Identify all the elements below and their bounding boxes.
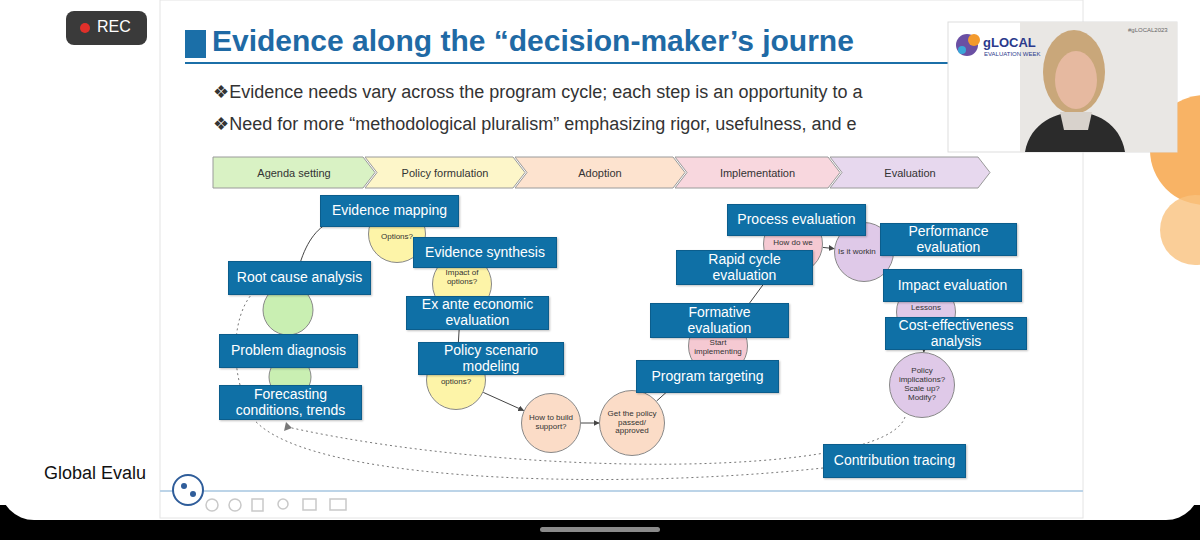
- flow-connector: [581, 423, 599, 424]
- box-label: Program targeting: [651, 369, 763, 385]
- method-box: Rapid cycle evaluation: [676, 250, 813, 285]
- slide-title: Evidence along the “decision-maker’s jou…: [212, 24, 854, 58]
- node-label: options?: [428, 378, 484, 387]
- node-label: Lessons: [898, 304, 954, 313]
- node-label: Policy implications? Scale up? Modify?: [895, 367, 949, 402]
- decor-shape: [1160, 195, 1200, 265]
- gei-logo: [173, 475, 203, 505]
- method-box: Policy scenario modeling: [418, 342, 564, 375]
- node-label: Agenda setting: [257, 167, 330, 179]
- chevron-outline: [213, 157, 375, 188]
- overlay-text: Global Evalu: [44, 463, 146, 484]
- step-circle: Policy implications? Scale up? Modify?: [889, 352, 955, 418]
- node-label: Is it workin: [838, 248, 876, 257]
- overlay-text: EVALUATION WEEK: [984, 51, 1040, 57]
- title-rule: [185, 62, 950, 64]
- method-box: Evidence synthesis: [413, 237, 557, 268]
- title-marker: [185, 30, 206, 58]
- person-hair: [1043, 30, 1105, 114]
- node-label: Adoption: [578, 167, 621, 179]
- stage-chevron: Agenda setting: [213, 157, 375, 188]
- overlay-text: #gLOCAL2023: [1128, 27, 1168, 33]
- box-label: Ex ante economic evaluation: [411, 297, 544, 328]
- method-box: Problem diagnosis: [219, 334, 358, 368]
- method-box: Evidence mapping: [320, 195, 459, 227]
- flow-connector: [483, 392, 523, 410]
- footer-rule: [160, 490, 1083, 492]
- box-label: Policy scenario modeling: [423, 343, 559, 374]
- box-label: Forecasting conditions, trends: [224, 387, 357, 418]
- node-label: How do we: [765, 239, 821, 248]
- step-circle: How to build support?: [521, 393, 581, 453]
- gei-logo: [190, 491, 196, 497]
- method-box: Forecasting conditions, trends: [219, 385, 362, 420]
- screen-area: [0, 0, 1200, 520]
- rec-pill: [66, 11, 147, 45]
- node-label: Start implementing: [690, 339, 746, 357]
- method-box: Ex ante economic evaluation: [406, 296, 549, 330]
- method-box: Process evaluation: [727, 204, 866, 236]
- flow-connector: [823, 247, 834, 248]
- bullet-text: ❖Evidence needs vary across the program …: [213, 81, 862, 103]
- node-label: Get the policy passed/ approved: [605, 410, 659, 436]
- rec-dot: [80, 23, 90, 33]
- arrow-head: [284, 422, 292, 431]
- circle-outline: [522, 394, 581, 453]
- method-box: Performance evaluation: [880, 223, 1017, 256]
- person-face: [1055, 51, 1097, 109]
- step-circle: Get the policy passed/ approved: [599, 390, 665, 456]
- stage-chevron: Implementation: [675, 157, 840, 188]
- node-label: Implementation: [720, 167, 795, 179]
- chevron-outline: [830, 157, 990, 188]
- circle-outline: [427, 351, 486, 410]
- feedback-line: [292, 417, 905, 464]
- chevron-outline: [675, 157, 840, 188]
- method-box: Impact evaluation: [883, 269, 1022, 302]
- node-label: Evaluation: [884, 167, 935, 179]
- box-label: Contribution tracing: [834, 453, 955, 469]
- circle-outline: [600, 391, 665, 456]
- box-label: Cost-effectiveness analysis: [890, 318, 1022, 349]
- box-label: Impact evaluation: [898, 278, 1008, 294]
- gei-logo: [181, 483, 187, 489]
- person-scarf: [1060, 112, 1092, 130]
- logo-mark: [958, 46, 966, 54]
- toolbar-icons: [206, 499, 346, 511]
- slide: [160, 0, 1083, 518]
- stage-chevron: Evaluation: [830, 157, 990, 188]
- method-box: Contribution tracing: [823, 444, 966, 478]
- box-label: Formative evaluation: [655, 305, 784, 336]
- box-label: Evidence synthesis: [425, 245, 545, 261]
- person-body: [1025, 112, 1125, 152]
- method-box: Root cause analysis: [228, 261, 371, 295]
- method-box: Program targeting: [636, 360, 779, 393]
- home-indicator: [540, 527, 660, 532]
- box-label: Performance evaluation: [885, 224, 1012, 255]
- bullet-text: ❖Need for more “methodological pluralism…: [213, 113, 856, 135]
- node-label: Policy formulation: [402, 167, 489, 179]
- method-box: Cost-effectiveness analysis: [885, 317, 1027, 350]
- node-label: Impact of options?: [434, 269, 490, 287]
- method-box: Formative evaluation: [650, 303, 789, 338]
- webcam-video: [1020, 22, 1177, 152]
- box-label: Evidence mapping: [332, 203, 447, 219]
- stage-chevron: Policy formulation: [365, 157, 525, 188]
- box-label: Process evaluation: [737, 212, 855, 228]
- overlay-text: gLOCAL: [983, 35, 1036, 50]
- rec-badge-text: REC: [97, 18, 131, 36]
- node-label: How to build support?: [527, 414, 575, 432]
- box-label: Root cause analysis: [237, 270, 362, 286]
- logo-mark: [968, 34, 980, 46]
- chevron-outline: [365, 157, 525, 188]
- box-label: Rapid cycle evaluation: [681, 252, 808, 283]
- webcam-frame: [948, 22, 1177, 152]
- chevron-outline: [515, 157, 685, 188]
- box-label: Problem diagnosis: [231, 343, 346, 359]
- circle-outline: [890, 353, 955, 418]
- stage-chevron: Adoption: [515, 157, 685, 188]
